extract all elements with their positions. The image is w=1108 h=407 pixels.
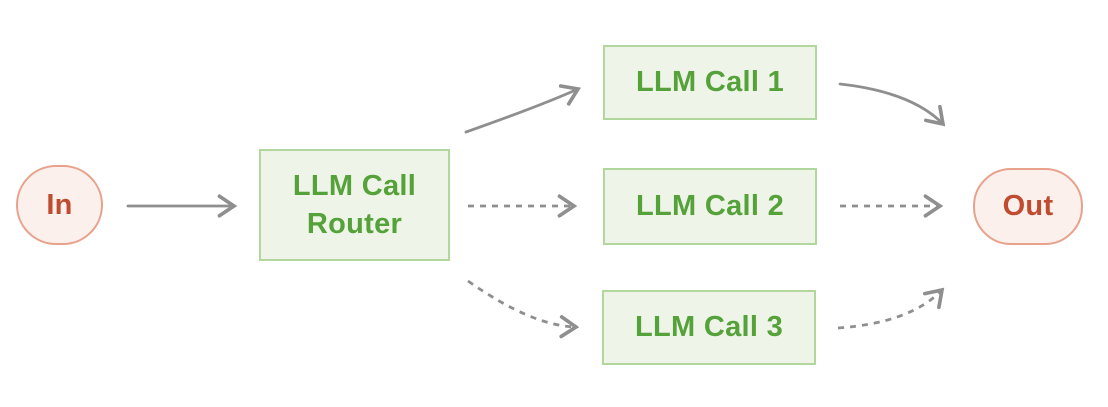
edge-call3-out bbox=[837, 287, 945, 330]
edge-call1-out bbox=[838, 82, 946, 127]
node-out-label: Out bbox=[1002, 190, 1054, 223]
node-llm-call-3: LLM Call 3 bbox=[602, 290, 816, 365]
node-llm-call-3-label: LLM Call 3 bbox=[634, 311, 783, 344]
node-in: In bbox=[16, 165, 103, 245]
node-llm-call-2-label: LLM Call 2 bbox=[635, 190, 784, 223]
node-llm-call-1-label: LLM Call 1 bbox=[635, 66, 784, 99]
node-llm-call-2: LLM Call 2 bbox=[603, 168, 817, 245]
node-llm-call-1: LLM Call 1 bbox=[603, 45, 817, 120]
node-llm-call-router: LLM Call Router bbox=[259, 149, 450, 261]
node-llm-call-router-label: LLM Call Router bbox=[292, 169, 417, 240]
edge-router-call1 bbox=[464, 84, 581, 134]
edge-router-call3 bbox=[467, 279, 580, 339]
node-out: Out bbox=[973, 168, 1083, 245]
node-in-label: In bbox=[46, 188, 73, 221]
